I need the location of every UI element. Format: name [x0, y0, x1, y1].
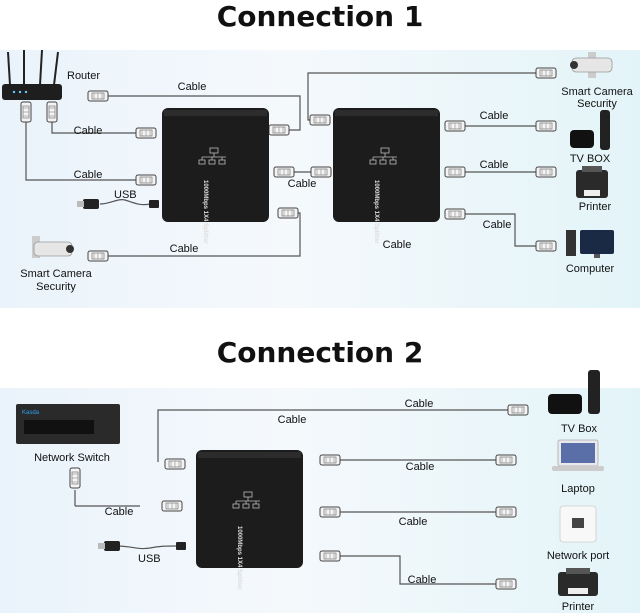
router-icon	[2, 49, 62, 100]
computer-icon	[566, 230, 614, 258]
router-label: Router	[67, 70, 100, 82]
camera-top-label: Security	[577, 98, 617, 110]
network-port-icon	[559, 505, 597, 543]
splitter-1-label: 1000Mbps 1X4 Splitter	[202, 180, 208, 244]
splitter-box-2: 1000Mbps 1X4 Splitter	[333, 108, 440, 244]
cable-label: Cable	[170, 243, 199, 255]
usb-label-2: USB	[138, 553, 161, 565]
printer-label: Printer	[579, 201, 612, 213]
security-camera-icon	[570, 52, 613, 78]
camera-left-label: Smart Camera	[20, 268, 92, 280]
connection-2-cables	[74, 409, 512, 585]
printer-2-icon	[558, 568, 598, 596]
usb-cable-icon	[77, 199, 159, 209]
splitter-3-label: 1000Mbps 1X4 Splitter	[236, 526, 242, 590]
cable-label: Cable	[405, 398, 434, 410]
cable-label: Cable	[278, 414, 307, 426]
cable-label: Cable	[480, 159, 509, 171]
splitter-box-3: 1000Mbps 1X4 Splitter	[196, 450, 303, 590]
computer-label: Computer	[566, 263, 615, 275]
connection-2-title: Connection 2	[216, 336, 424, 369]
tvbox-2-label: TV Box	[561, 423, 598, 435]
connection-1-cables	[25, 72, 540, 257]
laptop-label: Laptop	[561, 483, 595, 495]
usb-cable-icon-2	[98, 541, 186, 551]
splitter-box-1: 1000Mbps 1X4 Splitter	[162, 108, 269, 244]
security-camera-left-icon	[32, 236, 74, 258]
cable-label: Cable	[74, 169, 103, 181]
usb-label: USB	[114, 189, 137, 201]
tv-box-icon	[570, 110, 610, 150]
switch-brand-label: Kasda	[22, 410, 40, 416]
laptop-icon	[552, 439, 604, 471]
switch-label: Network Switch	[34, 452, 110, 464]
cable-label: Cable	[74, 125, 103, 137]
cable-label: Cable	[399, 516, 428, 528]
cable-label: Cable	[406, 461, 435, 473]
cable-label: Cable	[483, 219, 512, 231]
cable-label: Cable	[383, 239, 412, 251]
camera-left-label: Security	[36, 281, 76, 293]
tvbox-label: TV BOX	[570, 153, 611, 165]
network-port-label: Network port	[547, 550, 609, 562]
network-switch-icon: Kasda	[16, 404, 120, 444]
cable-label: Cable	[480, 110, 509, 122]
cable-label: Cable	[178, 81, 207, 93]
camera-top-label: Smart Camera	[561, 86, 633, 98]
connection-1-plugs	[20, 67, 557, 262]
printer-icon	[576, 166, 608, 198]
tv-box-2-icon	[548, 370, 600, 414]
connection-2-cable-labels: Cable Cable Cable Cable Cable Cable	[105, 398, 437, 586]
cable-label: Cable	[288, 178, 317, 190]
printer-2-label: Printer	[562, 601, 595, 613]
cable-label: Cable	[408, 574, 437, 586]
splitter-2-label: 1000Mbps 1X4 Splitter	[373, 180, 379, 244]
cable-label: Cable	[105, 506, 134, 518]
connection-1-cable-labels: Cable Cable Cable Cable Cable Cable Cabl…	[74, 81, 512, 255]
connection-1-title: Connection 1	[216, 0, 424, 33]
